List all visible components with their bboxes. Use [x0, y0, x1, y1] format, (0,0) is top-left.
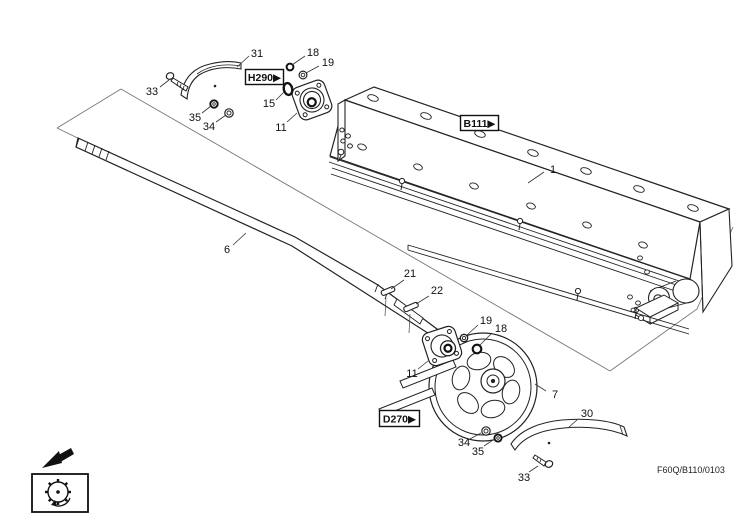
beam-end-foot	[634, 294, 680, 325]
drawing-reference-code: F60Q/B110/0103	[657, 465, 725, 475]
callout-19-top: 19	[322, 57, 334, 69]
bolt-33-bottom	[532, 454, 554, 468]
ref-label-h290: H290▶	[248, 72, 282, 84]
sprocket-icon	[45, 479, 71, 507]
bracket-bottom	[481, 418, 628, 468]
washer-18-bottom	[471, 343, 483, 355]
callout-18-bottom: 18	[495, 323, 507, 335]
flange-bearing-top	[282, 62, 333, 121]
callout-7: 7	[552, 389, 558, 401]
callout-11-top: 11	[275, 122, 286, 134]
main-beam	[328, 86, 733, 335]
callout-33-bottom: 33	[518, 472, 530, 484]
callout-numbers: 31 33 35 34 18 19 15 11 1 6 21 22 19 18 …	[146, 47, 593, 484]
callout-15: 15	[263, 98, 275, 110]
ref-label-b111: B111▶	[463, 118, 496, 130]
o-ring-15	[282, 81, 294, 97]
callout-1: 1	[550, 164, 556, 176]
beam-front-holes	[357, 143, 648, 249]
ref-box-h290: H290▶	[244, 68, 285, 86]
ref-label-d270: D270▶	[383, 414, 417, 426]
bolt-33-top	[165, 72, 189, 92]
callout-35-top: 35	[189, 112, 201, 124]
callout-19-bottom: 19	[480, 315, 492, 327]
callout-6: 6	[224, 244, 230, 256]
pulley-holes	[451, 351, 521, 419]
callout-31: 31	[251, 48, 263, 60]
callout-21: 21	[404, 268, 416, 280]
pulley-wheel	[428, 332, 538, 442]
callout-34-bottom: 34	[458, 437, 470, 449]
direction-arrow	[42, 448, 74, 468]
key-22	[403, 301, 419, 313]
beam-end-plate	[699, 208, 733, 314]
callout-leaders	[159, 55, 579, 473]
flange-bearing-bottom	[421, 325, 483, 367]
callout-11-bottom: 11	[406, 368, 417, 380]
callout-18-top: 18	[307, 47, 319, 59]
callout-30: 30	[581, 408, 593, 420]
rotation-icon-box	[31, 473, 89, 513]
beam-end-fasteners	[627, 255, 650, 322]
callout-35-bottom: 35	[472, 446, 484, 458]
shaft-keyway	[393, 298, 424, 325]
callout-22: 22	[431, 285, 443, 297]
ref-boxes: H290▶ B111▶ D270▶	[244, 68, 500, 428]
washer-18-top	[285, 62, 295, 72]
beam-top-holes	[367, 94, 699, 212]
beam-bottom-flange	[328, 156, 695, 298]
callout-33-top: 33	[146, 86, 158, 98]
ref-box-b111: B111▶	[459, 114, 500, 132]
bracket-top	[165, 61, 242, 118]
ref-box-d270: D270▶	[378, 409, 421, 428]
callout-34-top: 34	[203, 121, 215, 133]
beam-left-end-fasteners	[337, 127, 353, 161]
